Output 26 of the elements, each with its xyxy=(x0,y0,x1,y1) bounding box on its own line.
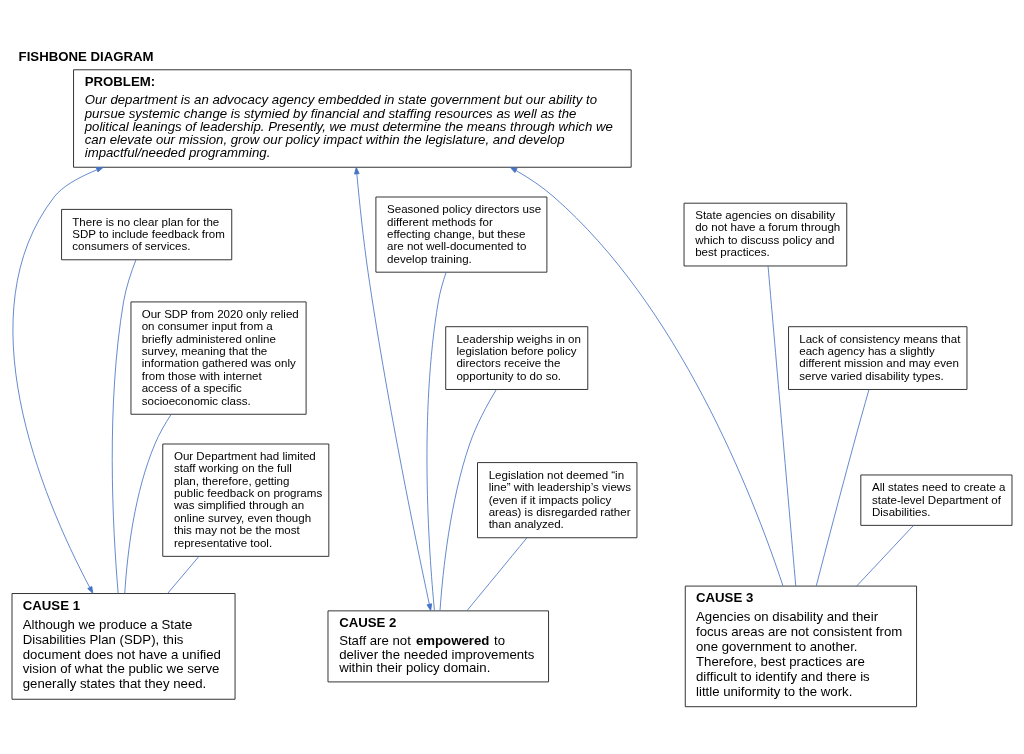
node-box: Leadership weighs in on legislation before policy directors receive the opportunity to do so. xyxy=(445,325,589,390)
connector xyxy=(815,388,870,586)
connector xyxy=(439,388,497,611)
node-box: CAUSE 2 Staff are not empowered to deliver the needed improvements within their policy domain. xyxy=(327,609,550,682)
node-box: Our Department had limited staff working on the full plan, therefore, getting public feedback on programs was simplified through an online survey, even though this may not be the most representative tool. xyxy=(162,443,330,557)
node-box: CAUSE 1 Although we produce a State Disabilities Plan (SDP), this document does not have a unified vision of what the public we serve generally states that they need. xyxy=(11,592,236,700)
connector xyxy=(124,413,172,594)
connector xyxy=(767,265,797,586)
node-box: State agencies on disability do not have a forum through which to discuss policy and best practices. xyxy=(683,202,848,266)
node-box: Our SDP from 2020 only relied on consumer input from a briefly administered online survey, meaning that the information gathered was only from those with internet access of a specific socioeconomic class. xyxy=(130,300,307,415)
node-box: PROBLEM: Our department is an advocacy agency embedded in state government but our ability to pursue systemic change is stymied by financial and staffing resources as well as the political leanings of leadership. Presently, we must determine the means through which we can elevate our mission, grow our policy impact within the legislature, and develop impactful/needed programming. xyxy=(73,68,632,168)
connector xyxy=(167,555,200,594)
node-box: All states need to create a state-level Department of Disabilities. xyxy=(860,474,1013,526)
node-box: Lack of consistency means that each agency has a slightly different mission and may even serve varied disability types. xyxy=(788,325,968,390)
connector xyxy=(466,537,528,611)
diagram-title: FISHBONE DIAGRAM xyxy=(18,48,154,64)
connector xyxy=(426,271,447,611)
node-box: Seasoned policy directors use different methods for effecting change, but these are not well-documented to develop training. xyxy=(375,196,548,273)
arrow xyxy=(354,166,432,611)
node-box: Legislation not deemed “in line” with leadership’s views (even if it impacts policy areas) is disregarded rather than analyzed. xyxy=(477,461,638,538)
connector xyxy=(856,524,914,586)
connector xyxy=(111,258,137,594)
arrow xyxy=(509,166,784,586)
arrow xyxy=(12,166,104,594)
node-box: There is no clear plan for the SDP to include feedback from consumers of services. xyxy=(61,208,233,260)
node-box: CAUSE 3 Agencies on disability and their focus areas are not consistent from one government to another. Therefore, best practices are difficult to identify and there is little uniformity to the work. xyxy=(684,585,918,707)
